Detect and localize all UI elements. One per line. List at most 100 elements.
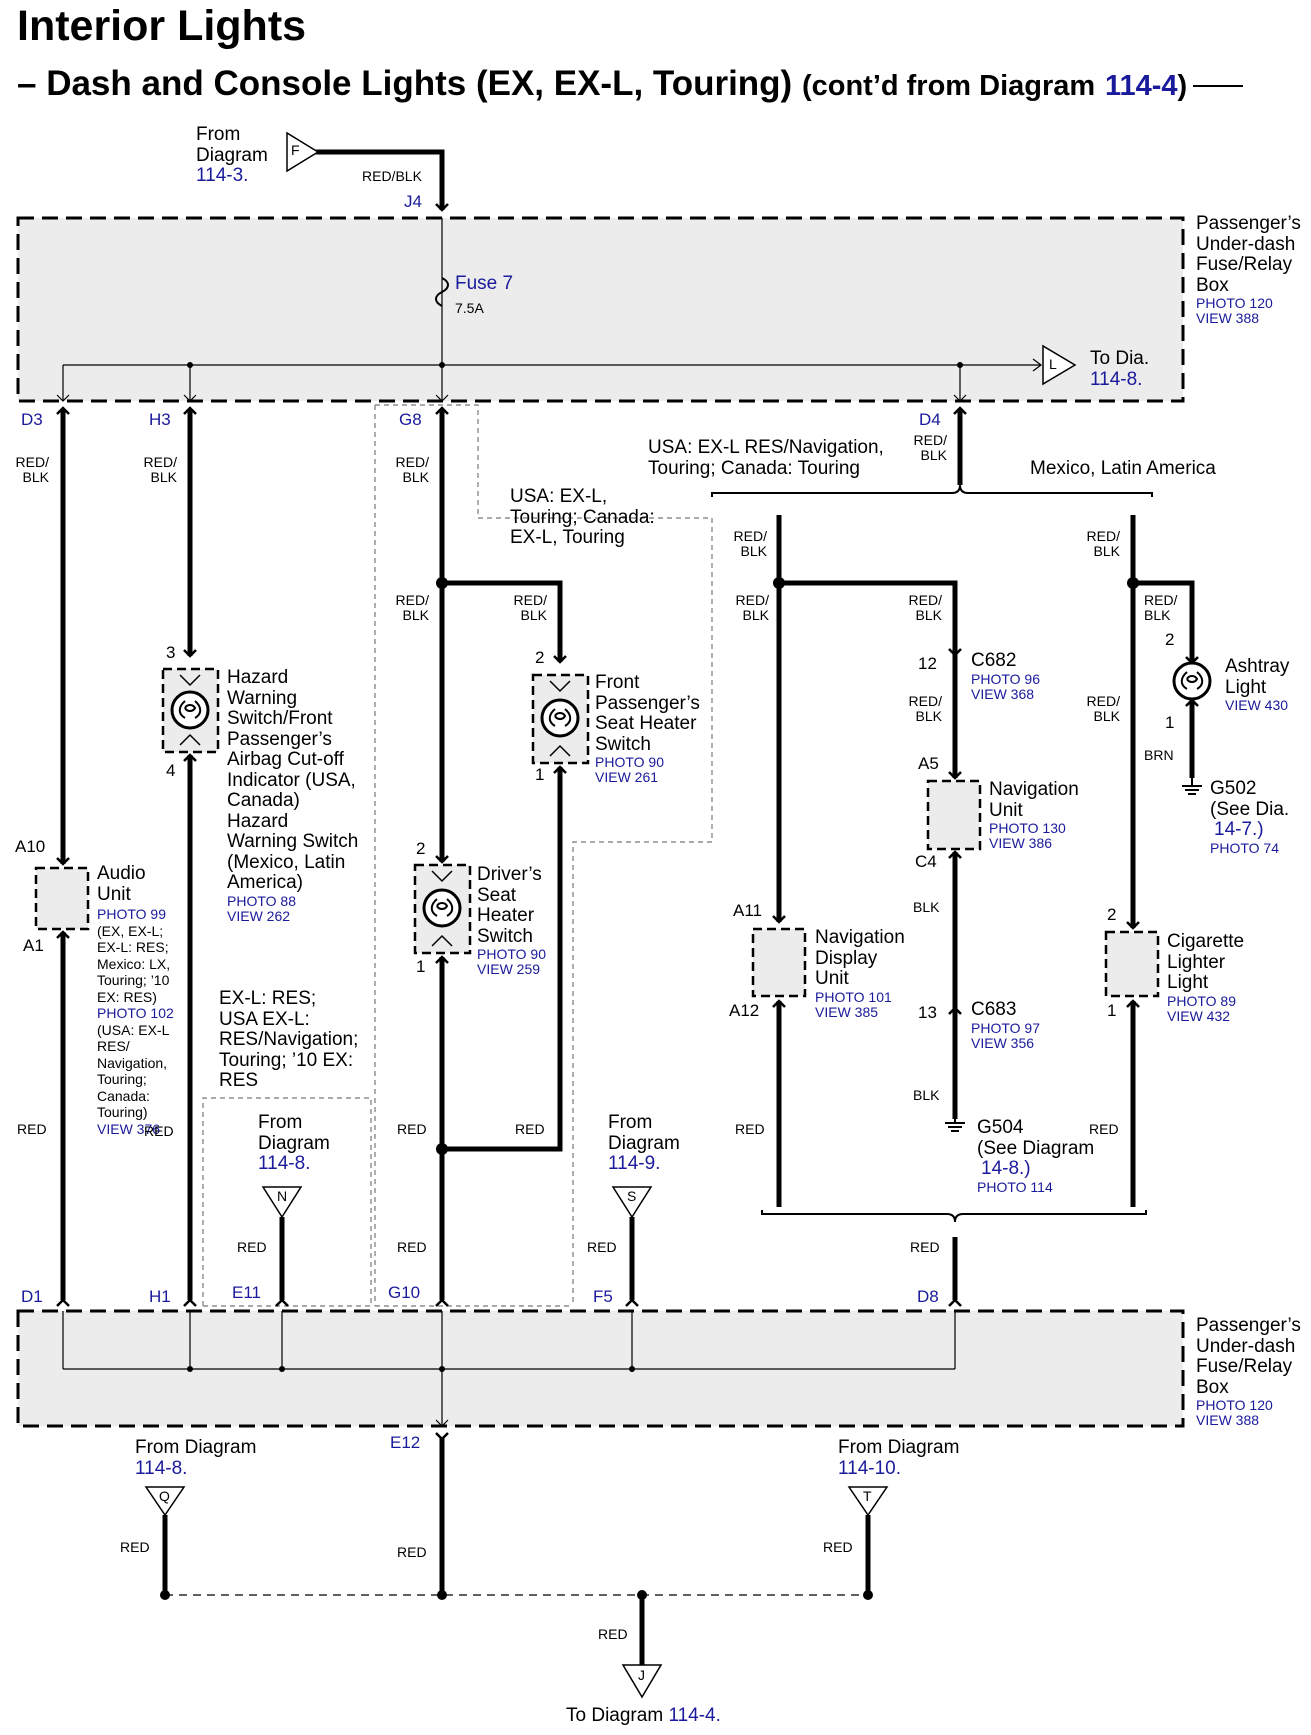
connector-s-letter: S <box>627 1188 637 1204</box>
subtitle-ref[interactable]: 114-4 <box>1104 70 1178 102</box>
fuse-7-symbol <box>435 277 449 307</box>
connector-triangles <box>144 131 1077 1699</box>
fuse-box-top-photo[interactable]: PHOTO 120 <box>1196 295 1273 312</box>
cigarette-label: Cigarette Lighter Light PHOTO 89 VIEW 43… <box>1167 931 1245 1024</box>
nav-unit-photo[interactable]: PHOTO 130 <box>989 820 1066 837</box>
audio-pin-bot: A1 <box>23 936 44 955</box>
note-exl-res: EX-L: RES; USA EX-L: RES/Navigation; Tou… <box>219 988 359 1092</box>
ashtray-view[interactable]: VIEW 430 <box>1225 697 1289 714</box>
terminal-d8: D8 <box>917 1287 939 1306</box>
c682-label: C682 PHOTO 96 VIEW 368 <box>971 650 1040 702</box>
wire-c683-blk: BLK <box>913 1087 940 1103</box>
terminal-h3: H3 <box>149 410 171 429</box>
audio-unit-box <box>34 866 90 931</box>
link-114-3[interactable]: 114-3. <box>196 165 249 187</box>
wire-mexico-top: RED/BLK <box>1086 528 1120 560</box>
hazard-view[interactable]: VIEW 262 <box>227 907 291 924</box>
fuse-box-top-view[interactable]: VIEW 388 <box>1196 310 1260 327</box>
fuse-box-bottom-view[interactable]: VIEW 388 <box>1196 1412 1260 1429</box>
nav-display-pin-bot: A12 <box>729 1001 760 1020</box>
link-114-9[interactable]: 114-9. <box>608 1153 661 1175</box>
cigarette-pin-bot: 1 <box>1107 1001 1117 1020</box>
link-114-4-bottom[interactable]: 114-4. <box>668 1705 721 1726</box>
wire-d3: RED/BLK <box>15 454 49 486</box>
audio-label: Audio Unit <box>97 863 146 905</box>
connector-t-letter: T <box>863 1488 872 1504</box>
to-diagram-j: To Diagram 114-4. <box>566 1705 721 1726</box>
nav-display-photo[interactable]: PHOTO 101 <box>815 988 892 1005</box>
switch-inner <box>179 674 571 947</box>
ashtray-label: Ashtray Light VIEW 430 <box>1225 656 1290 714</box>
front-heater-label: Front Passenger’s Seat Heater Switch PHO… <box>595 672 700 786</box>
cigarette-photo[interactable]: PHOTO 89 <box>1167 992 1236 1009</box>
wire-c682-out: RED/BLK <box>908 693 942 725</box>
audio-view[interactable]: VIEW 376 <box>97 1120 161 1137</box>
connector-q-letter: Q <box>159 1488 170 1504</box>
g504-label: G504 (See Diagram 14-8.) PHOTO 114 <box>977 1117 1095 1195</box>
ashtray-pin-top: 2 <box>1165 630 1175 649</box>
nav-unit-box <box>926 779 982 851</box>
subtitle-rule <box>1193 84 1244 87</box>
triangle-L <box>1042 344 1077 386</box>
hazard-photo[interactable]: PHOTO 88 <box>227 892 296 909</box>
c683-photo[interactable]: PHOTO 97 <box>971 1019 1040 1036</box>
fuse-box-top <box>16 216 1185 403</box>
g502-photo[interactable]: PHOTO 74 <box>1210 839 1279 856</box>
wire-front-feed: RED/BLK <box>513 592 547 624</box>
link-114-8-q[interactable]: 114-8. <box>135 1457 188 1479</box>
audio-notes: PHOTO 99 (EX, EX-L; EX-L: RES; Mexico: L… <box>97 906 174 1137</box>
triangle-F <box>286 131 320 173</box>
hazard-pin-bot: 4 <box>166 761 176 780</box>
nav-unit-label: Navigation Unit PHOTO 130 VIEW 386 <box>989 779 1079 852</box>
front-heater-view[interactable]: VIEW 261 <box>595 769 659 786</box>
connector-l-letter: L <box>1049 356 1057 372</box>
link-114-8-n[interactable]: 114-8. <box>258 1153 311 1175</box>
triangle-J <box>621 1664 663 1699</box>
driver-heater-photo[interactable]: PHOTO 90 <box>477 946 546 963</box>
driver-heater-view[interactable]: VIEW 259 <box>477 961 541 978</box>
front-heater-photo[interactable]: PHOTO 90 <box>595 754 664 771</box>
driver-heater-pin-bot: 1 <box>416 957 426 976</box>
nav-display-label: Navigation Display Unit PHOTO 101 VIEW 3… <box>815 927 905 1020</box>
internal-bus-top <box>56 218 1042 402</box>
subtitle-close: ) <box>1177 70 1188 102</box>
cigarette-box <box>1104 930 1160 998</box>
wire-j-red: RED <box>598 1626 628 1642</box>
link-114-8-l[interactable]: 114-8. <box>1090 368 1143 390</box>
nav-unit-view[interactable]: VIEW 386 <box>989 835 1053 852</box>
g502-label: G502 (See Dia. 14-7.) PHOTO 74 <box>1210 778 1290 856</box>
fuse-box-bottom-photo[interactable]: PHOTO 120 <box>1196 1397 1273 1414</box>
link-114-10[interactable]: 114-10. <box>838 1457 902 1479</box>
g504-ref[interactable]: 14-8.) <box>981 1158 1031 1180</box>
connector-j-letter: J <box>638 1667 645 1683</box>
c683-view[interactable]: VIEW 356 <box>971 1034 1035 1051</box>
fuse-box-top-label: Passenger’s Under-dash Fuse/Relay Box PH… <box>1196 213 1301 327</box>
wire-ashtray-brn: BRN <box>1144 747 1174 763</box>
ashtray-pin-bot: 1 <box>1165 713 1175 732</box>
nav-display-view[interactable]: VIEW 385 <box>815 1003 879 1020</box>
audio-photo102[interactable]: PHOTO 102 <box>97 1005 174 1022</box>
g502-ref[interactable]: 14-7.) <box>1214 819 1264 841</box>
terminal-f5: F5 <box>593 1287 613 1306</box>
terminal-j4: J4 <box>404 192 422 211</box>
terminal-d4: D4 <box>919 410 941 429</box>
fuse-7-rating: 7.5A <box>455 300 484 316</box>
g504-photo[interactable]: PHOTO 114 <box>977 1178 1053 1195</box>
cigarette-view[interactable]: VIEW 432 <box>1167 1007 1231 1024</box>
c682-view[interactable]: VIEW 368 <box>971 685 1035 702</box>
c682-photo[interactable]: PHOTO 96 <box>971 670 1040 687</box>
terminal-g8: G8 <box>399 410 422 429</box>
wire-q-red: RED <box>120 1539 150 1555</box>
wire-c682-in: RED/BLK <box>908 592 942 624</box>
audio-photo99[interactable]: PHOTO 99 <box>97 906 166 922</box>
front-heater-pin-top: 2 <box>535 648 545 667</box>
wire-t-red: RED <box>823 1539 853 1555</box>
fuse-7-label: Fuse 7 <box>455 273 514 294</box>
triangle-S <box>611 1186 653 1219</box>
triangle-Q <box>144 1486 186 1517</box>
terminal-d1: D1 <box>21 1287 43 1306</box>
wire-nav-branch-top: RED/BLK <box>733 528 767 560</box>
audio-pin-top: A10 <box>15 837 46 856</box>
c682-pin: 12 <box>918 654 937 673</box>
wire-cig-red: RED <box>1089 1121 1119 1137</box>
